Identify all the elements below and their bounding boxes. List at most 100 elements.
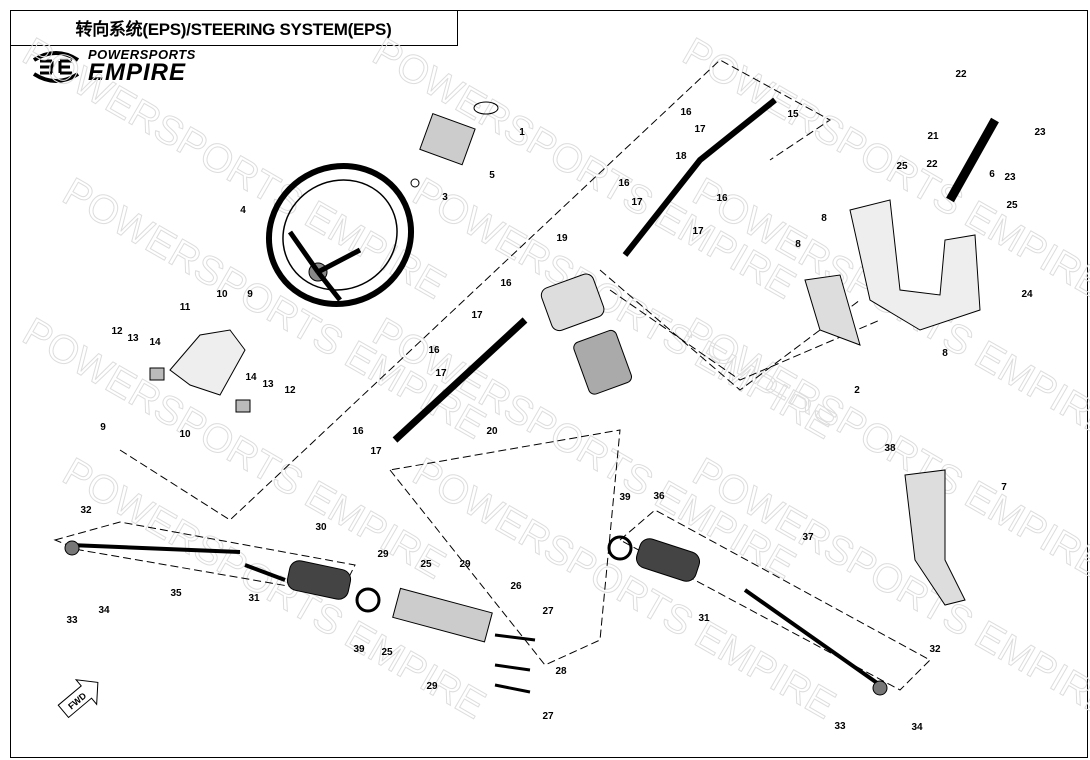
eps-motor	[540, 273, 632, 395]
part-callout-18: 18	[675, 151, 687, 162]
horn-cover	[419, 112, 476, 166]
part-callout-34: 34	[911, 722, 923, 733]
right-boot	[635, 538, 701, 582]
part-callout-14: 14	[245, 372, 257, 383]
part-callout-6: 6	[989, 169, 995, 180]
upper-shaft	[622, 97, 777, 257]
part-callout-25: 25	[896, 161, 908, 172]
part-callout-29: 29	[426, 681, 438, 692]
part-callout-10: 10	[179, 429, 191, 440]
part-callout-1: 1	[519, 127, 525, 138]
part-callout-22: 22	[926, 159, 938, 170]
assembly-outline-column	[119, 59, 831, 521]
left-boot	[286, 560, 352, 600]
part-callout-24: 24	[1021, 289, 1033, 300]
steering-rack	[244, 563, 493, 643]
part-callout-9: 9	[100, 422, 106, 433]
part-callout-32: 32	[80, 505, 92, 516]
part-callout-29: 29	[377, 549, 389, 560]
part-callout-14: 14	[149, 337, 161, 348]
part-callout-12: 12	[284, 385, 296, 396]
part-callout-29: 29	[459, 559, 471, 570]
part-callout-33: 33	[66, 615, 78, 626]
part-callout-25: 25	[1006, 200, 1018, 211]
part-callout-5: 5	[489, 170, 495, 181]
o-ring-left	[355, 587, 381, 613]
emblem	[473, 101, 499, 115]
part-callout-32: 32	[929, 644, 941, 655]
brand-logo: POWERSPORTS EMPIRE	[30, 48, 196, 85]
part-callout-10: 10	[216, 289, 228, 300]
part-callout-34: 34	[98, 605, 110, 616]
part-callout-37: 37	[802, 532, 814, 543]
part-callout-21: 21	[927, 131, 939, 142]
left-tie-rod	[69, 543, 241, 554]
assembly-outline-right-tierod	[619, 509, 931, 691]
part-callout-16: 16	[716, 193, 728, 204]
assembly-outline-motor	[599, 269, 881, 391]
part-callout-17: 17	[631, 197, 643, 208]
part-callout-17: 17	[435, 368, 447, 379]
part-callout-8: 8	[821, 213, 827, 224]
part-callout-35: 35	[170, 588, 182, 599]
part-callout-31: 31	[698, 613, 710, 624]
logo-line2: EMPIRE	[88, 59, 187, 86]
part-callout-16: 16	[428, 345, 440, 356]
part-callout-27: 27	[542, 606, 554, 617]
part-callout-16: 16	[352, 426, 364, 437]
part-callout-8: 8	[942, 348, 948, 359]
page-title: 转向系统(EPS)/STEERING SYSTEM(EPS)	[10, 10, 458, 46]
part-callout-22: 22	[955, 69, 967, 80]
part-callout-12: 12	[111, 326, 123, 337]
part-callout-4: 4	[240, 205, 246, 216]
empire-logo-icon	[32, 50, 80, 83]
part-callout-36: 36	[653, 491, 665, 502]
logo-line1: POWERSPORTS	[88, 47, 196, 62]
part-callout-23: 23	[1004, 172, 1016, 183]
forward-arrow-icon: FWD	[57, 679, 99, 719]
part-callout-16: 16	[618, 178, 630, 189]
part-callout-31: 31	[248, 593, 260, 604]
column-support-frame	[849, 199, 981, 331]
o-ring-right	[607, 535, 633, 561]
part-callout-33: 33	[834, 721, 846, 732]
part-callout-25: 25	[420, 559, 432, 570]
part-callout-39: 39	[353, 644, 365, 655]
part-callout-17: 17	[471, 310, 483, 321]
part-callout-23: 23	[1034, 127, 1046, 138]
part-callout-13: 13	[262, 379, 274, 390]
part-callout-8: 8	[795, 239, 801, 250]
part-callout-20: 20	[486, 426, 498, 437]
part-callout-19: 19	[556, 233, 568, 244]
part-callout-27: 27	[542, 711, 554, 722]
part-callout-15: 15	[787, 109, 799, 120]
part-callout-2: 2	[854, 385, 860, 396]
nut	[410, 178, 420, 188]
diagram-frame	[10, 10, 1088, 758]
part-callout-3: 3	[442, 192, 448, 203]
intermediate-shaft	[392, 317, 528, 443]
tilt-damper	[946, 117, 999, 203]
part-callout-9: 9	[247, 289, 253, 300]
part-callout-16: 16	[680, 107, 692, 118]
column-bracket	[169, 329, 246, 396]
part-callout-26: 26	[510, 581, 522, 592]
part-callout-28: 28	[555, 666, 567, 677]
mounting-plate	[804, 274, 861, 346]
part-callout-25: 25	[381, 647, 393, 658]
accelerator-pedal	[904, 469, 966, 606]
part-callout-13: 13	[127, 333, 139, 344]
part-callout-17: 17	[692, 226, 704, 237]
part-callout-30: 30	[315, 522, 327, 533]
rack-bolts	[494, 633, 536, 694]
right-tie-rod	[743, 588, 882, 687]
part-callout-38: 38	[884, 443, 896, 454]
part-callout-7: 7	[1001, 482, 1007, 493]
part-callout-39: 39	[619, 492, 631, 503]
part-callout-16: 16	[500, 278, 512, 289]
steering-wheel	[265, 162, 415, 308]
part-callout-11: 11	[180, 302, 191, 313]
parts-drawing	[53, 59, 999, 696]
